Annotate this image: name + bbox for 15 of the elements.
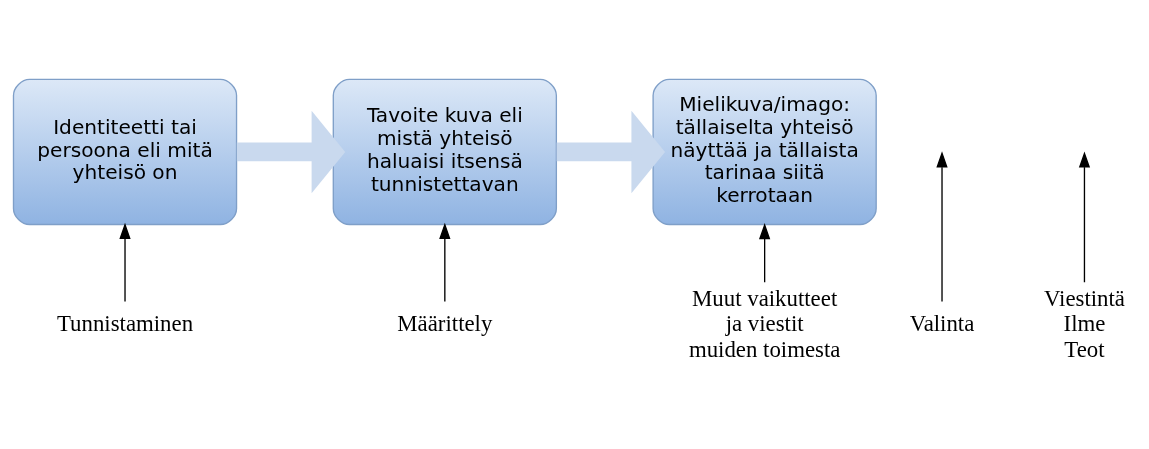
node-text: Valinta [909,311,975,337]
arrow [1078,151,1091,283]
arrow [936,151,948,303]
arrow [759,223,771,283]
arrow [556,110,666,194]
node-text: Tunnistaminen [56,311,194,337]
node-box: Identiteetti tai persoona eli mitä yhteisö on [12,78,238,226]
arrow [236,110,346,194]
node-text: Viestintä Ilme Teot [1043,285,1125,362]
arrow [439,222,451,303]
node-text: Määrittely [397,311,493,337]
node-text: Muut vaikutteet ja viestit muiden toimesta [688,285,841,362]
node-box: Mielikuva/imago: tällaiselta yhteisö näyttää ja tällaista tarinaa siitä kerrotaan [652,78,877,226]
node-box: Tavoite kuva eli mistä yhteisö haluaisi itsensä tunnistettavan [332,78,558,226]
arrow [119,222,131,303]
